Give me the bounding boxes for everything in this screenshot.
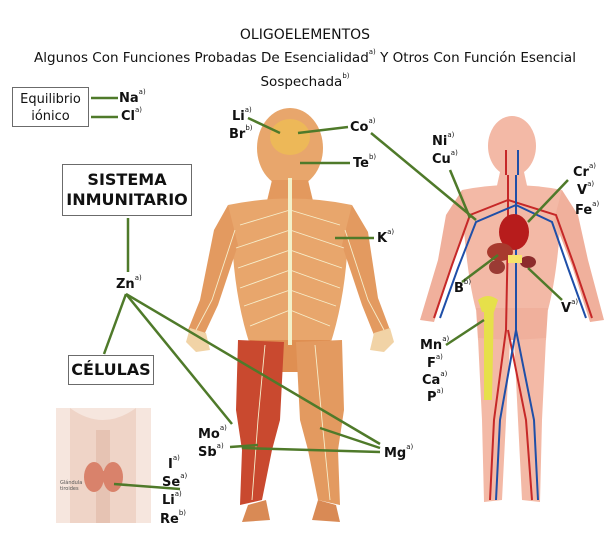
element-ca: Caa) [422, 374, 447, 387]
element-cl: Cla) [121, 110, 142, 123]
element-v-heart: Va) [577, 184, 594, 197]
element-sb: Sba) [198, 446, 224, 459]
thyroid-gland-label: Glándula tiroides [60, 480, 80, 492]
element-te: Teb) [353, 157, 376, 170]
element-li-thyroid: Lia) [162, 494, 182, 507]
element-co: Coa) [350, 121, 376, 134]
subtitle-note-b: b) [342, 72, 349, 80]
equilibrio-line2: iónico [13, 108, 88, 125]
element-cr: Cra) [573, 166, 596, 179]
element-ni: Nia) [432, 135, 454, 148]
element-i: Ia) [168, 458, 180, 471]
element-f: Fa) [427, 357, 443, 370]
diagram-title: OLIGOELEMENTOS [0, 28, 610, 42]
element-na: Naa) [119, 92, 146, 105]
celulas-box: CÉLULAS [68, 355, 154, 385]
element-b: Bb) [454, 282, 471, 295]
element-re: Reb) [160, 513, 186, 526]
element-li-brain: Lia) [232, 110, 252, 123]
diagram-subtitle: Algunos Con Funciones Probadas De Esenci… [0, 52, 610, 66]
element-mo: Moa) [198, 428, 227, 441]
sistema-line2: INMUNITARIO [63, 190, 191, 210]
element-zn: Zna) [116, 278, 142, 291]
sistema-inmunitario-box: SISTEMA INMUNITARIO [62, 164, 192, 216]
subtitle-part2: Y Otros Con Función Esencial [376, 50, 576, 66]
celulas-label: CÉLULAS [69, 360, 153, 380]
element-br: Brb) [229, 128, 253, 141]
equilibrio-line1: Equilibrio [13, 91, 88, 108]
element-k: Ka) [377, 232, 394, 245]
element-cu: Cua) [432, 153, 458, 166]
element-mn: Mna) [420, 339, 449, 352]
equilibrio-ionico-box: Equilibrio iónico [12, 87, 89, 127]
element-v-kidney: Va) [561, 302, 578, 315]
element-se: Sea) [162, 476, 187, 489]
element-mg: Mga) [384, 447, 413, 460]
sistema-line1: SISTEMA [63, 170, 191, 190]
thyroid-illustration [56, 408, 151, 523]
subtitle-part1: Algunos Con Funciones Probadas De Esenci… [34, 50, 369, 66]
element-fe: Fea) [575, 204, 599, 217]
diagram-subtitle-line2: Sospechadab) [0, 76, 610, 90]
subtitle-line2: Sospechada [260, 74, 342, 90]
subtitle-note-a: a) [369, 48, 376, 56]
element-p: Pa) [427, 391, 444, 404]
